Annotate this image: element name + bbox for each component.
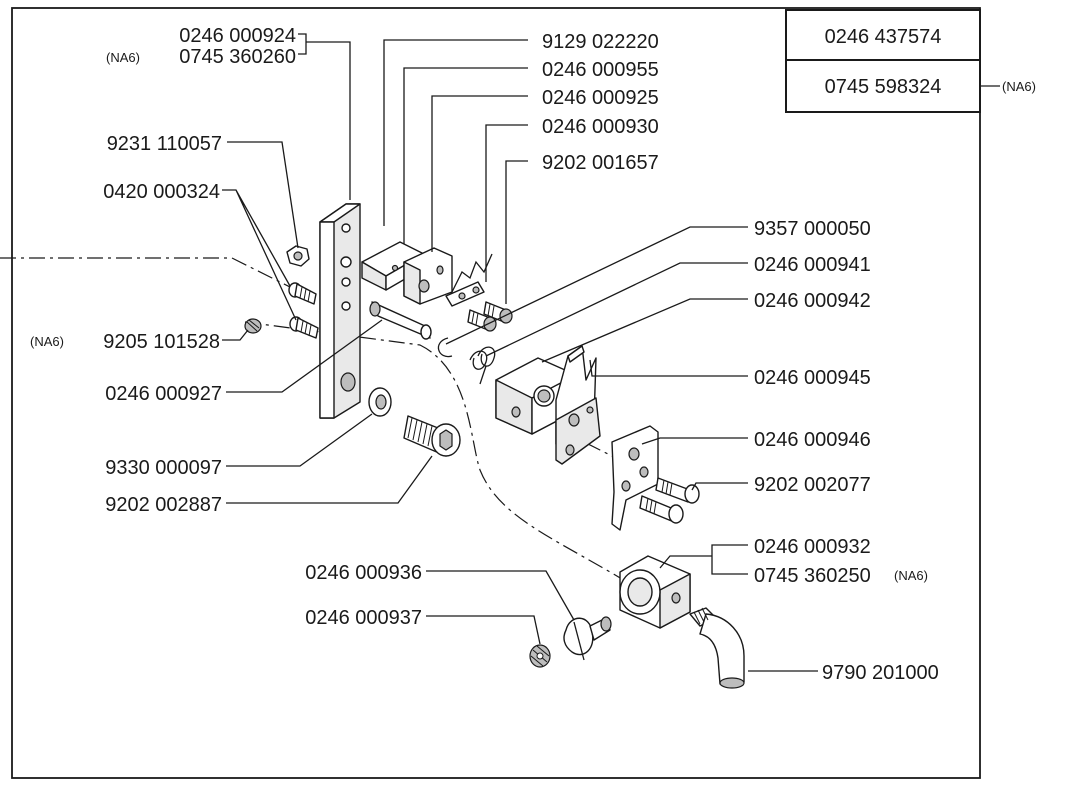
label-0246-000945: 0246 000945 — [754, 367, 871, 389]
label-0246-000955: 0246 000955 — [542, 59, 659, 81]
lever-block — [495, 357, 575, 435]
elbow-fitting — [689, 607, 745, 689]
guide-plate — [403, 247, 453, 305]
label-0246-000936: 0246 000936 — [305, 562, 422, 584]
label-0246-000930: 0246 000930 — [542, 116, 659, 138]
kit-number-box: 0246 437574 0745 598324 (NA6) — [785, 9, 1036, 113]
label-0246-000946: 0246 000946 — [754, 429, 871, 451]
label-0246-000932: 0246 000932 — [754, 536, 871, 558]
kit-na6-note: (NA6) — [1002, 79, 1036, 94]
label-9202-002077: 9202 002077 — [754, 474, 871, 496]
control-knob — [563, 616, 612, 661]
label-9205-101528: 9205 101528 — [103, 331, 220, 353]
label-9202-001657: 9202 001657 — [542, 152, 659, 174]
torsion-spring — [469, 346, 496, 385]
parts-geometry — [0, 203, 745, 689]
shaft-pin — [369, 301, 432, 340]
part-labels: 0246 000924 (NA6) 0745 360260 9129 02222… — [30, 25, 939, 684]
leader-lines — [222, 33, 818, 672]
label-0420-000324: 0420 000324 — [103, 181, 220, 203]
retaining-ring — [437, 337, 453, 358]
screw-upper — [288, 282, 317, 305]
label-0246-000937: 0246 000937 — [305, 607, 422, 629]
guide-bar — [319, 203, 361, 419]
bracket — [555, 345, 601, 465]
cap-screw — [403, 415, 461, 457]
label-0246-000941: 0246 000941 — [754, 254, 871, 276]
label-0246-000924: 0246 000924 — [179, 25, 296, 47]
assembly-axis-main — [244, 321, 641, 591]
label-9357-000050: 9357 000050 — [754, 218, 871, 240]
kit-number-primary: 0246 437574 — [825, 26, 942, 48]
label-0246-000942: 0246 000942 — [754, 290, 871, 312]
label-9202-002887: 9202 002887 — [105, 494, 222, 516]
drawing-frame — [11, 7, 981, 779]
washer — [368, 387, 392, 417]
small-screws-pair — [467, 301, 513, 332]
grub-screw — [244, 318, 262, 334]
screw-lower — [289, 316, 319, 339]
valve-block — [619, 555, 691, 629]
label-9129-022220: 9129 022220 — [542, 31, 659, 53]
label-9790-201000: 9790 201000 — [822, 662, 939, 684]
label-na6-block: (NA6) — [894, 568, 928, 583]
screws-pair-right — [639, 477, 700, 524]
knurled-nut — [529, 644, 551, 668]
label-na6-grub: (NA6) — [30, 334, 64, 349]
spring-clip — [445, 253, 493, 307]
label-9330-000097: 9330 000097 — [105, 457, 222, 479]
label-0246-000925: 0246 000925 — [542, 87, 659, 109]
label-na6-guide: (NA6) — [106, 50, 140, 65]
assembly-axis-left — [0, 257, 301, 293]
kit-number-na6: 0745 598324 — [825, 76, 942, 98]
label-0745-360250: 0745 360250 — [754, 565, 871, 587]
label-0246-000927: 0246 000927 — [105, 383, 222, 405]
label-0745-360260: 0745 360260 — [179, 46, 296, 68]
lever-plate — [611, 425, 659, 531]
label-9231-110057: 9231 110057 — [107, 133, 222, 155]
